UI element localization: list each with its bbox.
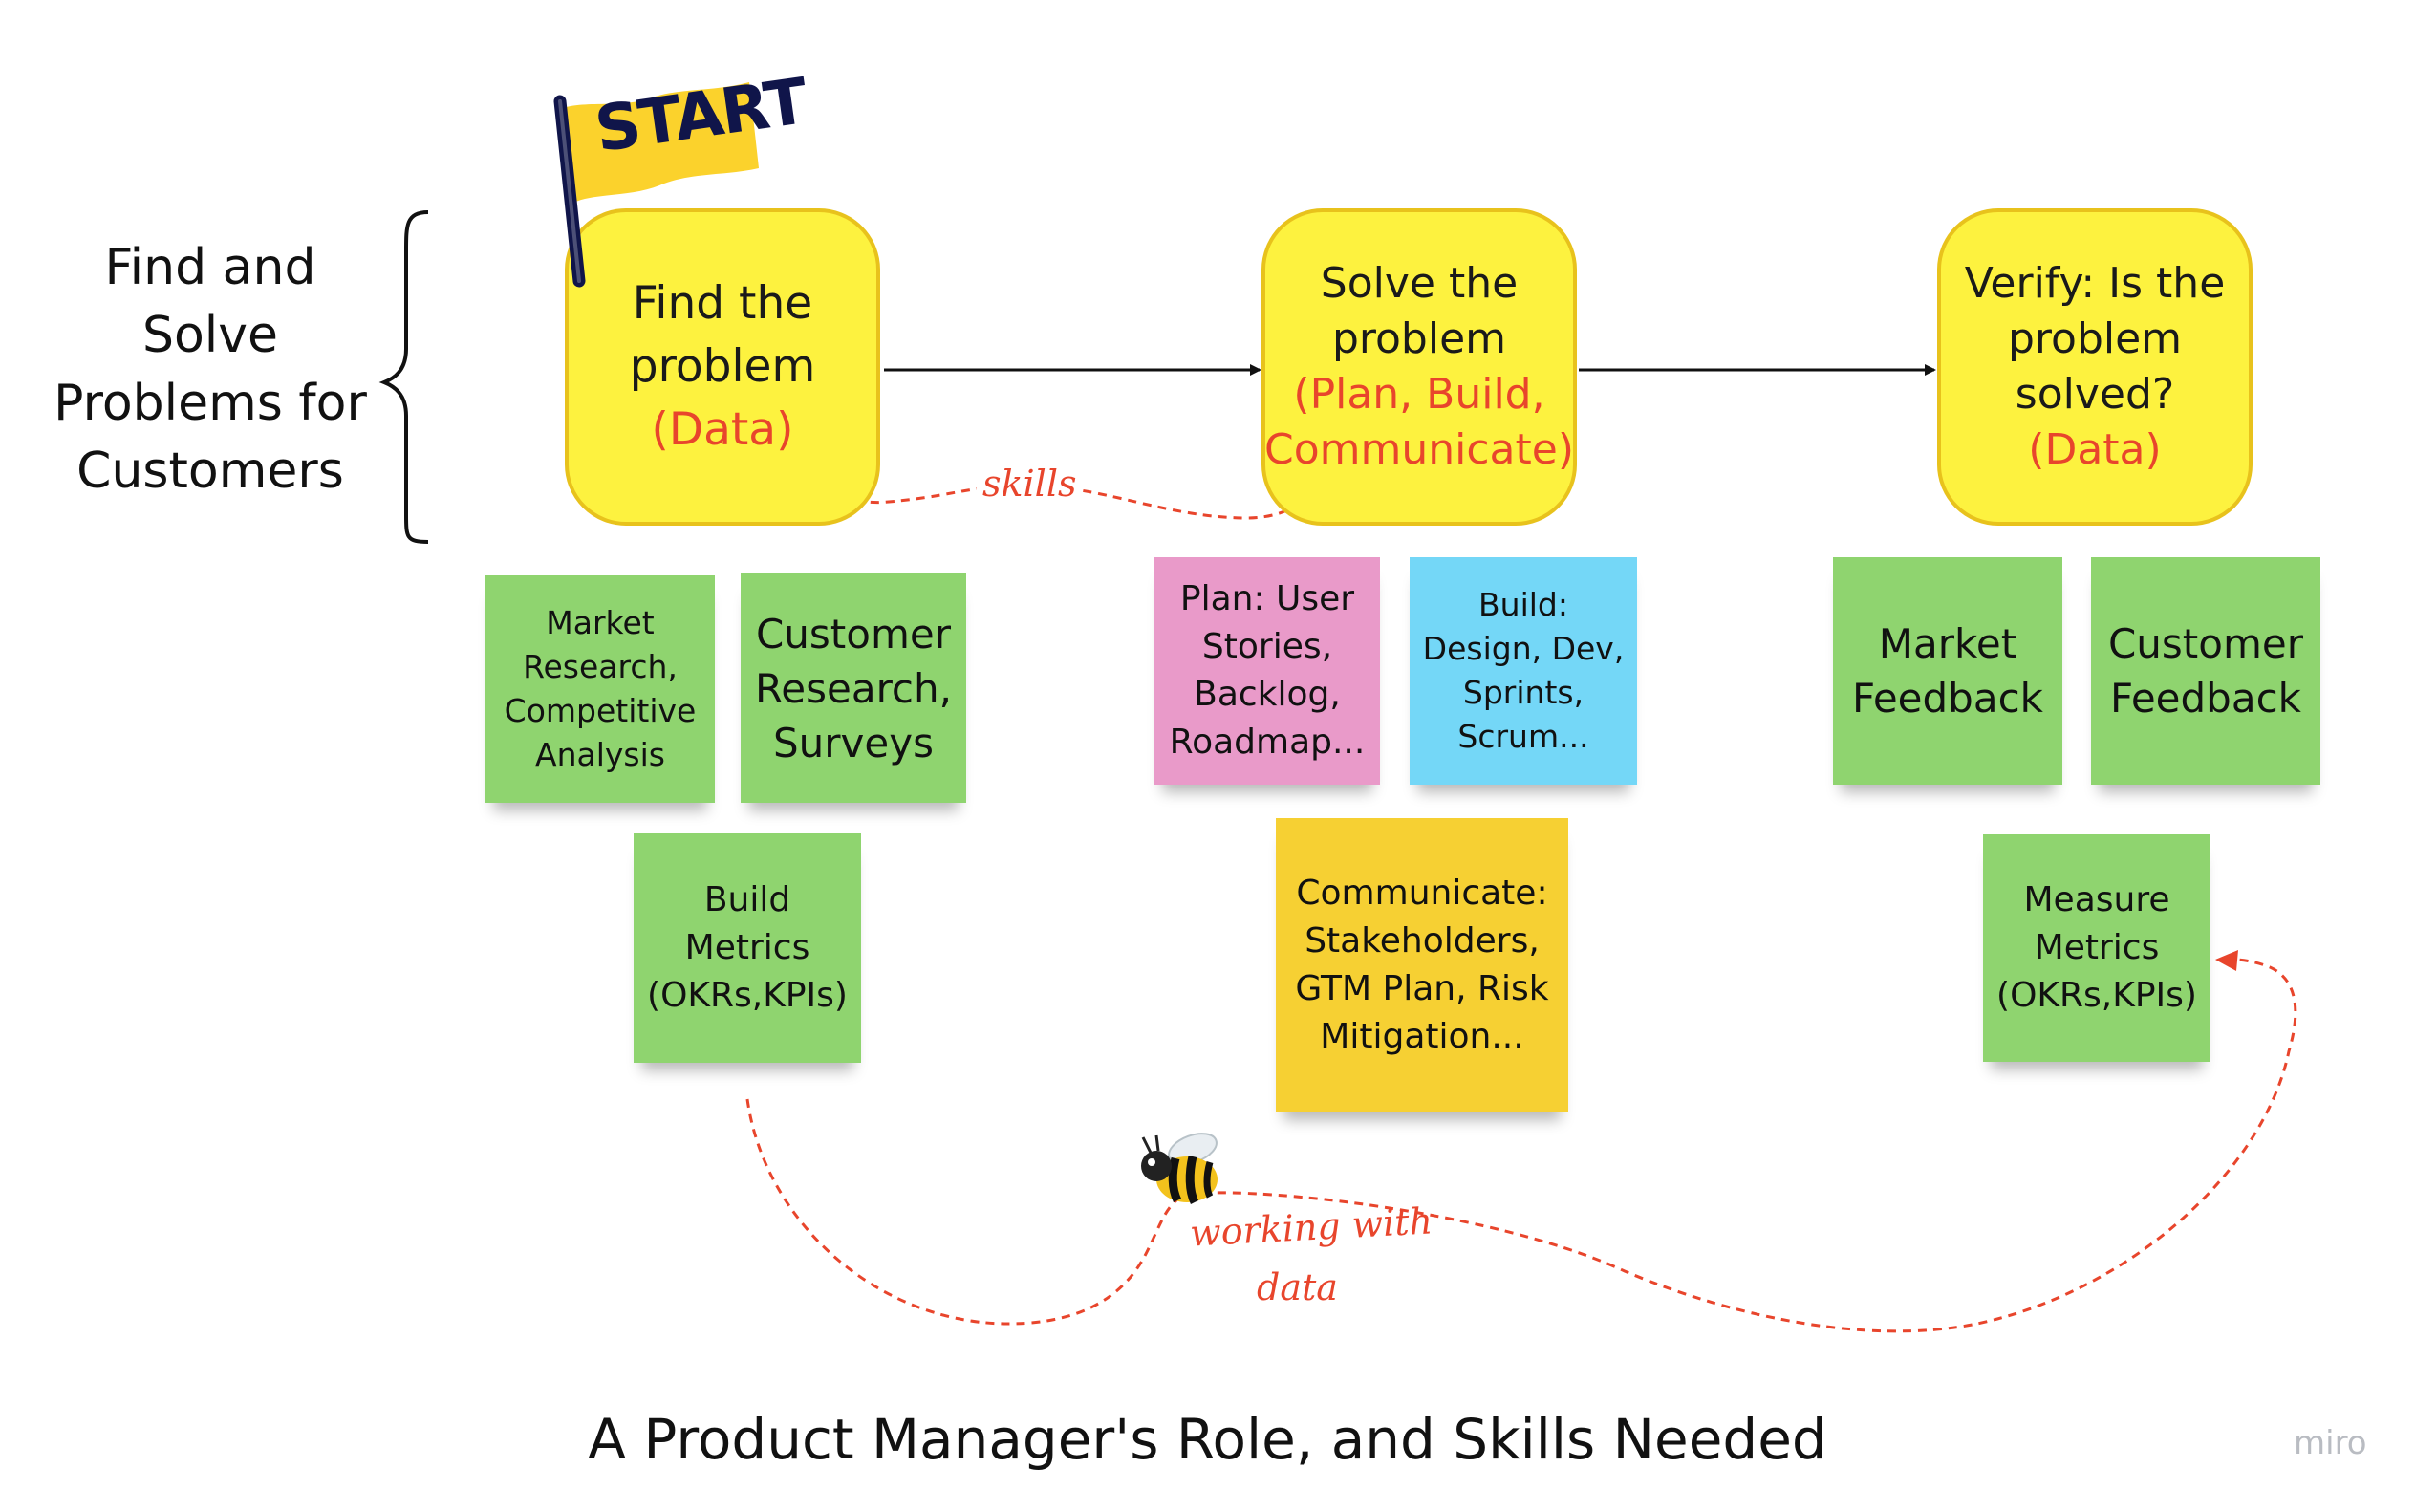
stage-verify-title: Verify: Is the problem solved? <box>1964 259 2226 419</box>
data-dashed-path <box>745 958 2297 1333</box>
stage-find-title: Find the problem <box>629 277 816 393</box>
sticky-plan[interactable]: Plan: User Stories, Backlog, Roadmap... <box>1154 557 1380 785</box>
skills-annotation: skills <box>977 463 1083 505</box>
data-annotation: data <box>1257 1266 1338 1308</box>
stage-solve-problem[interactable]: Solve the problem (Plan, Build, Communic… <box>1261 208 1577 526</box>
sticky-market-research[interactable]: Market Research, Competitive Analysis <box>485 575 715 803</box>
stage-verify[interactable]: Verify: Is the problem solved? (Data) <box>1937 208 2253 526</box>
stage-verify-sub: (Data) <box>2028 425 2162 474</box>
data-arrowhead <box>2215 950 2238 971</box>
stage-find-problem[interactable]: Find the problem (Data) <box>565 208 880 526</box>
sticky-customer-research[interactable]: Customer Research, Surveys <box>741 573 966 803</box>
sticky-communicate[interactable]: Communicate: Stakeholders, GTM Plan, Ris… <box>1276 818 1568 1112</box>
bee-icon <box>1141 1133 1218 1205</box>
sticky-customer-feedback[interactable]: Customer Feedback <box>2091 557 2320 785</box>
sticky-market-feedback[interactable]: Market Feedback <box>1833 557 2062 785</box>
diagram-caption: A Product Manager's Role, and Skills Nee… <box>588 1407 1827 1472</box>
section-label: Find and Solve Problems for Customers <box>54 239 367 500</box>
sticky-build[interactable]: Build: Design, Dev, Sprints, Scrum... <box>1410 557 1637 785</box>
miro-logo: miro <box>2294 1424 2367 1462</box>
stage-solve-title: Solve the problem <box>1320 259 1519 363</box>
stage-solve-sub: (Plan, Build, Communicate) <box>1264 370 1575 474</box>
start-flag-icon <box>553 82 759 288</box>
curly-brace <box>378 210 429 544</box>
sticky-measure-metrics[interactable]: Measure Metrics (OKRs,KPIs) <box>1983 834 2210 1062</box>
stage-find-sub: (Data) <box>651 403 794 456</box>
sticky-build-metrics[interactable]: Build Metrics (OKRs,KPIs) <box>634 833 861 1063</box>
